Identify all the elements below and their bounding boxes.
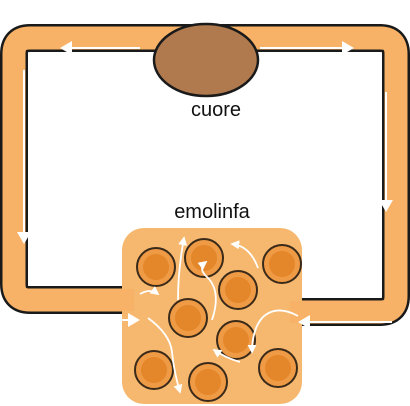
vessel-left-opening [110,289,134,311]
cell [219,271,257,309]
cell [259,349,297,387]
vessel-right-opening [290,301,314,323]
cell [135,351,173,389]
hemolymph-label: emolinfa [174,201,250,223]
heart-label: cuore [191,99,241,121]
cell [263,245,301,283]
heart [154,24,258,96]
cell [185,239,223,277]
cell [217,321,255,359]
cell [189,363,227,401]
cell [169,299,207,337]
cell [137,248,175,286]
